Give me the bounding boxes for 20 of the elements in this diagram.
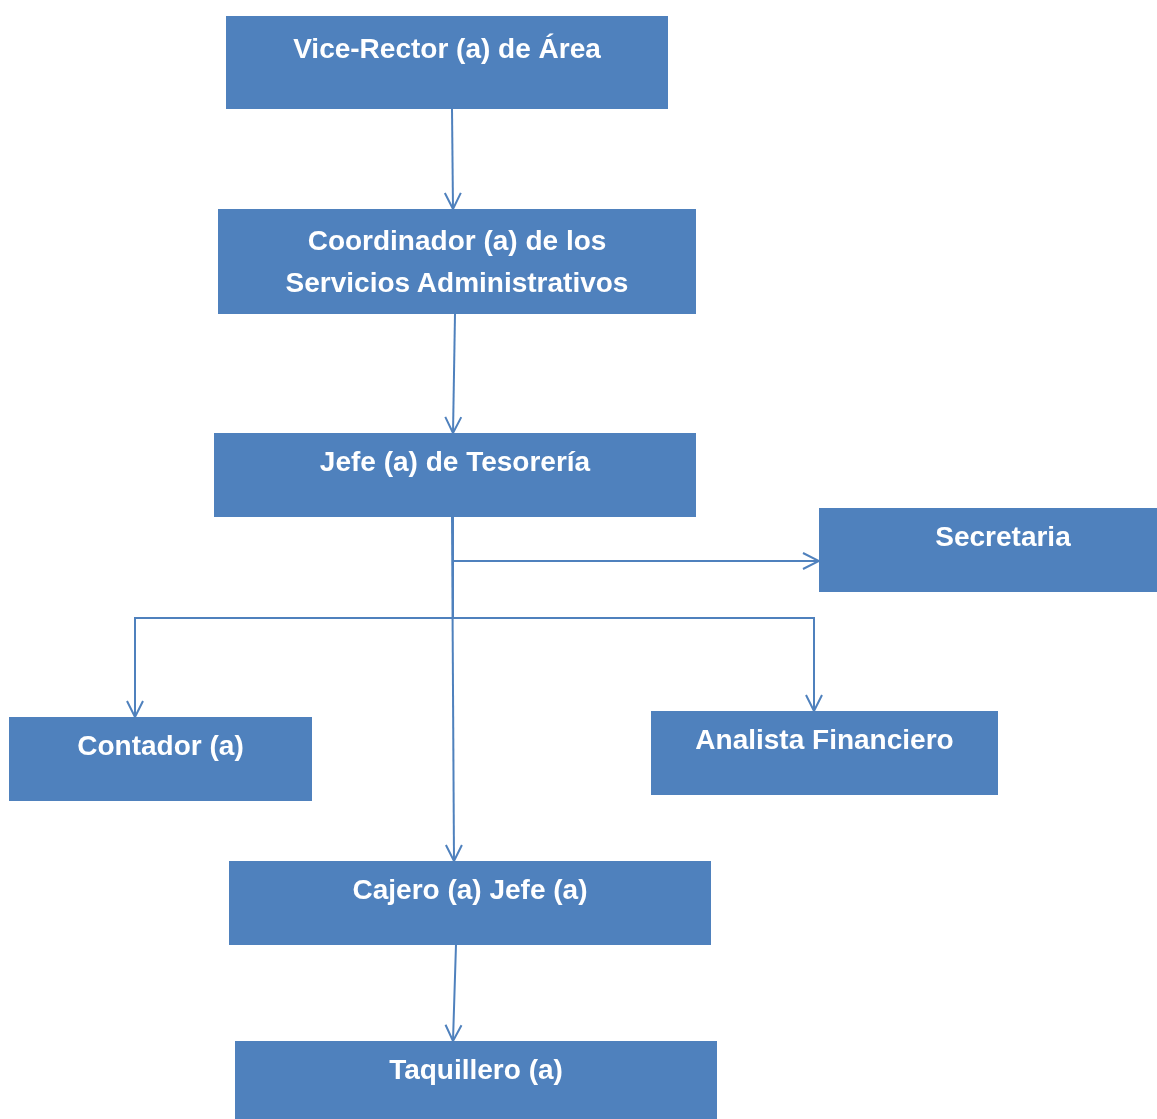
role-title: Analista Financiero (695, 723, 954, 757)
org-box (651, 711, 998, 795)
org-box (214, 433, 696, 517)
org-box (226, 16, 668, 109)
role-title: Contador (a) (77, 729, 244, 763)
org-box (229, 861, 711, 945)
role-title: Cajero (a) Jefe (a) (352, 873, 588, 907)
org-box (9, 717, 312, 801)
connector-arrow (444, 944, 463, 1042)
org-box (819, 508, 1157, 592)
role-title: Taquillero (a) (389, 1053, 563, 1087)
org-box (235, 1041, 717, 1119)
connector-arrow (443, 108, 462, 210)
role-title: Vice-Rector (a) de Área (293, 32, 601, 66)
connector-arrow (444, 516, 463, 862)
role-title: Jefe (a) de Tesorería (319, 445, 591, 479)
connector-arrow (444, 313, 463, 434)
role-title: Secretaria (935, 520, 1071, 554)
org-box (218, 209, 696, 314)
role-title: Coordinador (a) de los Servicios Administrativos (284, 224, 630, 300)
